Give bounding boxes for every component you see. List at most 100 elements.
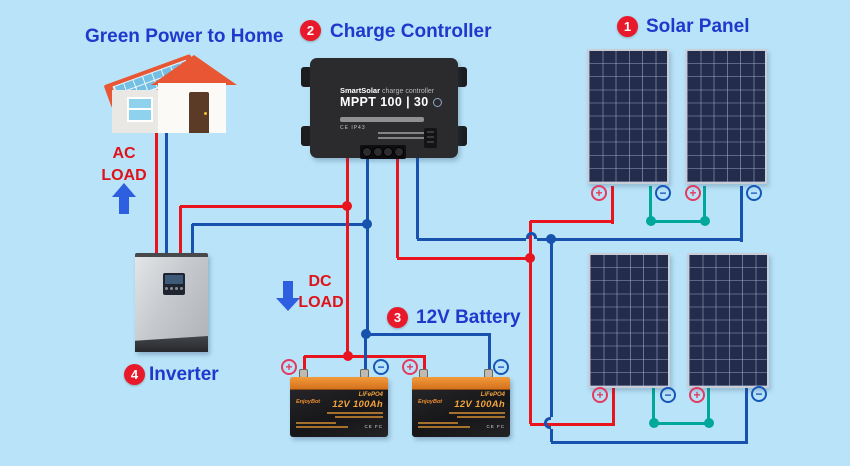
wire-inverter-positive-branch (180, 205, 348, 208)
junction-dot (361, 329, 371, 339)
wire-string2-positive (530, 423, 615, 426)
controller-mount-tab (456, 126, 467, 146)
battery-small-print (449, 412, 505, 414)
battery-2: EnjoyBot LiFePO4 12V 100Ah CE FC (412, 377, 510, 437)
controller-model: MPPT 100 | 30 (340, 95, 442, 109)
wire-inverter-negative-branch (192, 223, 368, 226)
battery-cert-marks: CE FC (486, 424, 505, 429)
wire-controller-bat-negative (366, 158, 369, 334)
junction-dot (700, 216, 710, 226)
wire-string2-series-link (707, 388, 710, 425)
battery-brand: EnjoyBot (418, 399, 443, 405)
wire-string1-positive (611, 186, 614, 224)
ac-load-line2: LOAD (101, 167, 147, 184)
junction-dot (343, 351, 353, 361)
controller-spec-text (378, 132, 424, 134)
wire-battery-negative-bus (365, 333, 491, 336)
wire-ac-neutral (165, 132, 168, 253)
wire-string2-series-link (653, 422, 710, 425)
junction-dot (546, 234, 556, 244)
controller-spec-text (378, 137, 424, 139)
inverter-display (163, 273, 185, 295)
label-solar-panel: Solar Panel (646, 16, 750, 37)
junction-dot (649, 418, 659, 428)
minus-terminal-marker: − (655, 185, 671, 201)
battery-small-print (327, 412, 383, 414)
controller-side-connector (424, 128, 437, 148)
controller-cert-marks: CE IP43 (340, 125, 366, 131)
wire-pv-positive-run (397, 257, 531, 260)
wire-pv-negative-bus (550, 239, 553, 417)
junction-dot (704, 418, 714, 428)
house-door (189, 92, 209, 133)
battery-top-cap (290, 377, 388, 390)
wire-string1-series-link (703, 186, 706, 224)
solar-panel-1 (587, 49, 669, 184)
inverter-buttons (165, 287, 183, 290)
plus-terminal-marker: + (281, 359, 297, 375)
wire-battery2-positive-drop (423, 356, 426, 374)
label-inverter: Inverter (149, 364, 219, 385)
label-battery: 12V Battery (416, 307, 521, 328)
battery-brand: EnjoyBot (296, 399, 321, 405)
wire-string2-negative (745, 388, 748, 444)
wire-controller-bat-positive (346, 158, 349, 356)
minus-terminal-marker: − (751, 386, 767, 402)
battery-small-print (296, 426, 348, 428)
wire-battery1-negative-drop (364, 334, 367, 374)
battery-cert-marks: CE FC (364, 424, 383, 429)
wire-string1-negative (740, 186, 743, 242)
wire-pv-positive-bus (529, 221, 532, 424)
plus-terminal-marker: + (685, 185, 701, 201)
battery-small-print (335, 416, 383, 418)
controller-mount-tab (456, 67, 467, 87)
junction-dot (362, 219, 372, 229)
solar-panel-3 (588, 253, 670, 388)
battery-chemistry: LiFePO4 (480, 392, 505, 398)
controller-vent-slot (340, 117, 424, 122)
wire-string2-positive (612, 388, 615, 426)
minus-terminal-marker: − (660, 387, 676, 403)
badge-charge-controller: 2 (300, 20, 321, 41)
wire-ac-live (155, 132, 158, 253)
battery-chemistry: LiFePO4 (358, 392, 383, 398)
controller-mount-tab (301, 67, 312, 87)
battery-small-print (296, 422, 336, 424)
wire-battery1-positive-drop (303, 356, 306, 374)
inverter-device (135, 253, 208, 352)
wire-inverter-negative-drop (191, 224, 194, 253)
house-window (127, 97, 153, 122)
dc-load-line1: DC (308, 273, 332, 290)
battery-1: EnjoyBot LiFePO4 12V 100Ah CE FC (290, 377, 388, 437)
battery-spec: 12V 100Ah (332, 399, 383, 410)
ac-load-line1: AC (112, 145, 136, 162)
wire-string1-positive (530, 220, 614, 223)
plus-terminal-marker: + (402, 359, 418, 375)
inverter-screen (165, 275, 183, 284)
inverter-bottom-band (135, 336, 208, 352)
inverter-top-strip (135, 253, 208, 257)
battery-small-print (418, 426, 470, 428)
wire-controller-pv-negative (416, 158, 419, 239)
wire-inverter-positive-drop (179, 206, 182, 253)
bluetooth-icon (432, 98, 442, 108)
wire-string2-negative (551, 441, 748, 444)
home-title: Green Power to Home (85, 26, 284, 47)
wire-crossover (544, 417, 551, 429)
wire-battery2-negative-drop (488, 334, 491, 374)
label-charge-controller: Charge Controller (330, 21, 492, 42)
minus-terminal-marker: − (746, 185, 762, 201)
plus-terminal-marker: + (592, 387, 608, 403)
wire-pv-negative-run (417, 238, 526, 241)
battery-spec: 12V 100Ah (454, 399, 505, 410)
plus-terminal-marker: + (591, 185, 607, 201)
controller-brand: SmartSolar charge controller (340, 86, 435, 95)
wire-pv-negative-run (537, 238, 742, 241)
door-knob (204, 112, 207, 115)
solar-panel-4 (687, 253, 769, 388)
badge-solar-panel: 1 (617, 16, 638, 37)
controller-mount-tab (301, 126, 312, 146)
charge-controller-device: SmartSolar charge controller MPPT 100 | … (310, 58, 458, 159)
minus-terminal-marker: − (373, 359, 389, 375)
